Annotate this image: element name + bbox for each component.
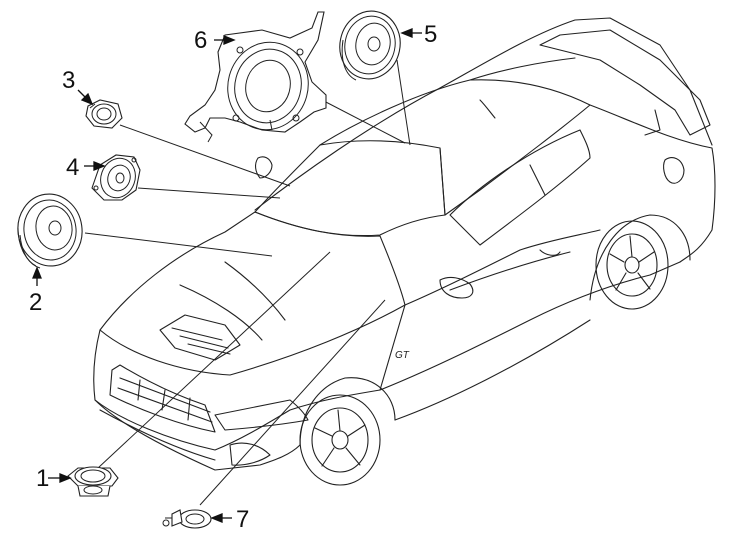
car-side-window (449, 129, 591, 246)
car-grille (109, 364, 216, 433)
part-3-tweeter[interactable] (85, 99, 123, 129)
car-side-mirror (439, 276, 474, 299)
leader-2 (84, 232, 273, 257)
part-7-microphone[interactable] (162, 509, 212, 529)
leader-lines (84, 59, 411, 506)
car-spoiler (539, 29, 711, 136)
leader-4 (137, 187, 281, 199)
part-5-subwoofer[interactable] (334, 6, 407, 85)
leader-7 (199, 299, 386, 506)
callout-number-2: 2 (29, 289, 42, 316)
callout-number-1: 1 (36, 465, 49, 492)
car-hood-vent (159, 314, 241, 361)
leader-3 (119, 124, 291, 187)
callout-number-5: 5 (424, 21, 437, 48)
car-front-wheel (299, 394, 381, 486)
car-headlight (214, 399, 309, 431)
leader-5 (396, 59, 411, 146)
callout-arrows (32, 28, 422, 523)
part-6-bracket[interactable] (184, 11, 327, 143)
leader-1 (97, 251, 331, 469)
callout-number-7: 7 (236, 506, 249, 533)
part-2-speaker[interactable] (13, 190, 86, 270)
car-hood (99, 211, 406, 376)
callout-number-3: 3 (62, 67, 75, 94)
callout-number-6: 6 (194, 27, 207, 54)
car-badge: GT (395, 350, 410, 361)
car-rear-wheel (595, 220, 669, 310)
part-4-midrange[interactable] (91, 153, 141, 202)
car-front-fascia (93, 304, 406, 451)
part-1-tweeter[interactable] (67, 466, 119, 497)
leader-6 (321, 99, 406, 144)
car-roof-outline (254, 17, 713, 211)
car-illustration: GT (93, 17, 716, 486)
callout-number-4: 4 (66, 154, 79, 181)
